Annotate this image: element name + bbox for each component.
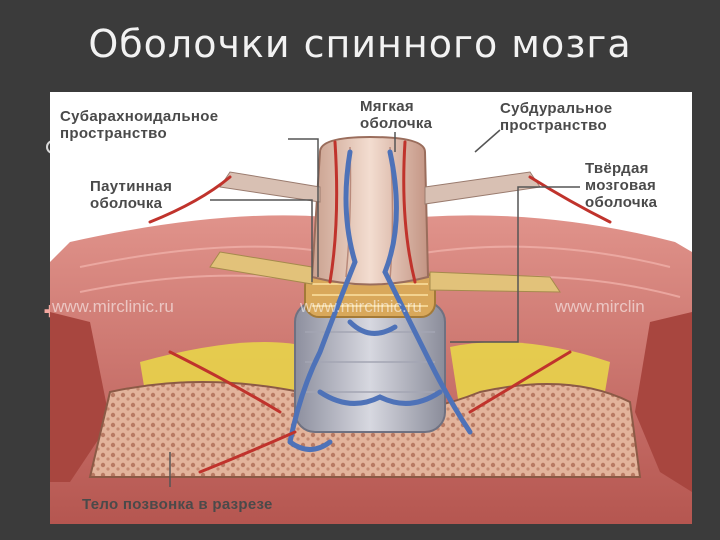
label-arachnoid-mater: Паутинная оболочка (90, 178, 173, 212)
nerve-root-left-upper (219, 171, 321, 203)
arteries (148, 140, 612, 474)
label-pia-mater: Мягкая оболочка (360, 98, 433, 132)
veins (287, 149, 473, 452)
right-muscle-side (635, 312, 692, 492)
leader-arachnoid (210, 199, 313, 282)
watermark-center: www.mirclinic.ru (300, 297, 422, 316)
anatomy-figure: Субарахноидальное пространство Мягкая об… (50, 92, 692, 524)
label-subdural-space: Субдуральное пространство (500, 100, 613, 134)
leader-subdural (474, 129, 501, 153)
label-subarachnoid-space: Субарахноидальное пространство (60, 108, 219, 142)
nerve-root-right-lower (429, 271, 561, 293)
label-dura-mater: Твёрдая мозговая оболочка (585, 160, 658, 211)
nerve-root-right-upper (424, 171, 541, 205)
leader-subarachnoid (288, 138, 319, 277)
spinal-cord (310, 135, 430, 286)
slide-title: Оболочки спинного мозга (88, 22, 632, 66)
spinal-cord-illustration (50, 129, 692, 524)
dural-sac (294, 301, 446, 433)
muscle-fibers (79, 245, 681, 298)
leader-dura (450, 186, 580, 343)
watermark-left: www.mirclinic.ru (52, 297, 174, 316)
watermark-right: www.mirclin (555, 297, 645, 316)
label-vertebral-body: Тело позвонка в разрезе (82, 496, 273, 513)
left-muscle-side (50, 312, 110, 482)
